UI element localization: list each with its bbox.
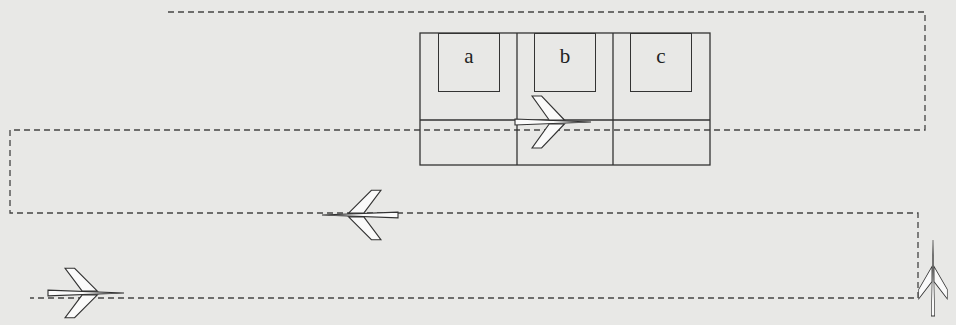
- bay-label: b: [560, 46, 571, 67]
- aircraft: [322, 190, 398, 239]
- aircraft: [515, 96, 591, 148]
- bay-box: b: [534, 33, 596, 92]
- bay-box: c: [630, 33, 692, 92]
- bay-box: a: [438, 33, 500, 92]
- aircraft: [48, 268, 124, 317]
- hangar-building: [420, 33, 710, 165]
- bay-label: a: [464, 46, 473, 67]
- aircraft: [919, 240, 948, 316]
- flight-path: [10, 12, 925, 298]
- bay-label: c: [656, 46, 665, 67]
